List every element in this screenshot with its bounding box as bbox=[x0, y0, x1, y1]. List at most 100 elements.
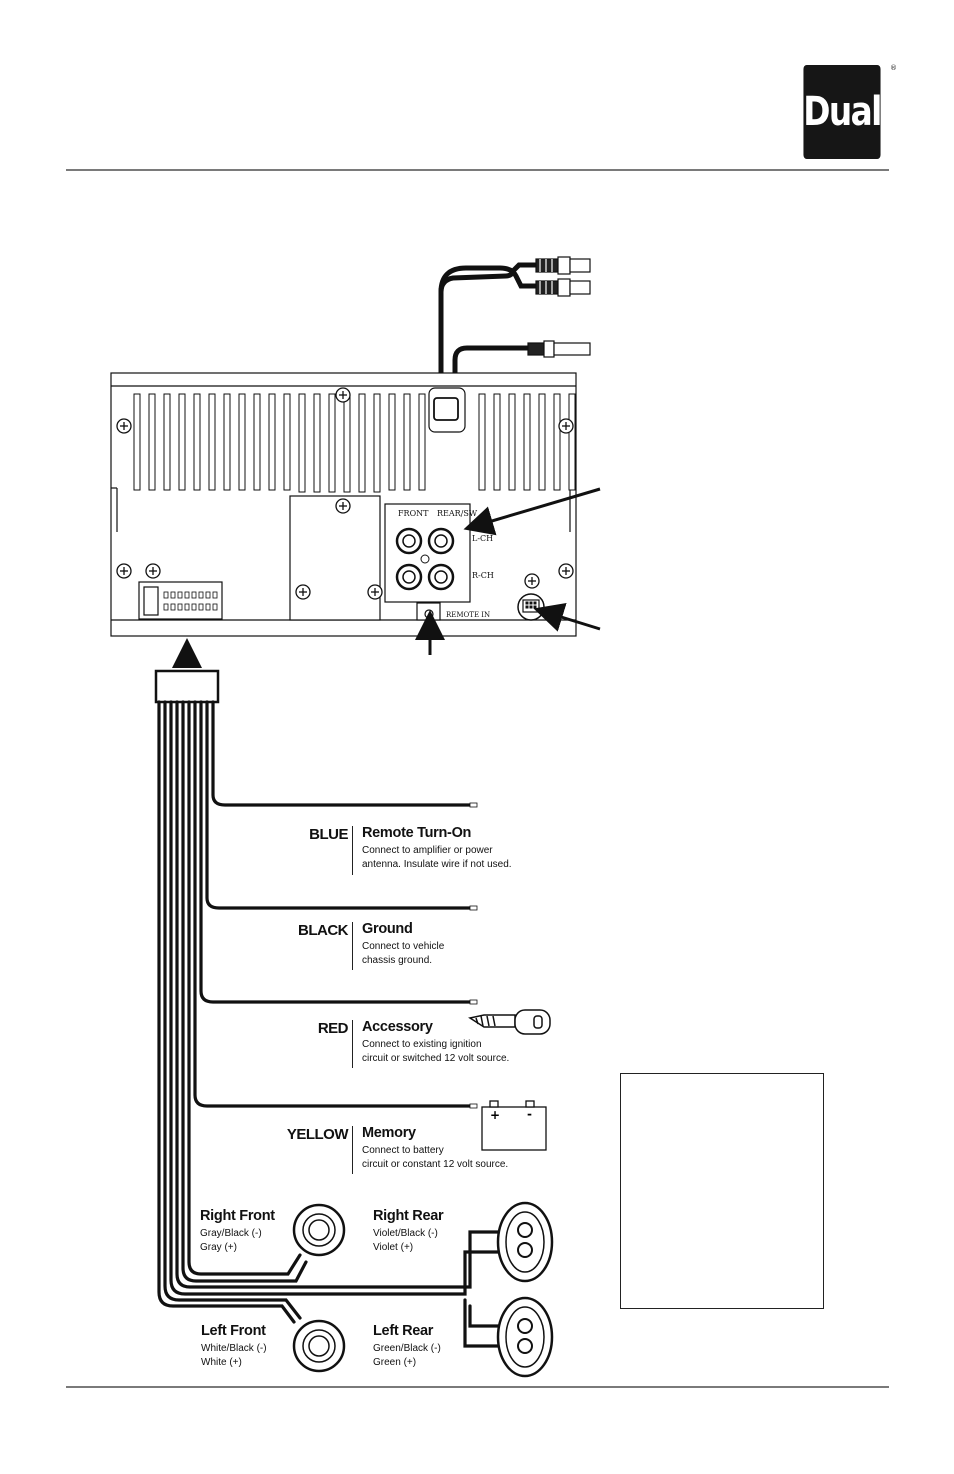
screw bbox=[295, 584, 311, 600]
heatsink-fin bbox=[403, 393, 411, 491]
registered-mark: ® bbox=[890, 64, 897, 72]
right-rear-pos: Violet (+) bbox=[373, 1242, 414, 1253]
heatsink-fin bbox=[418, 393, 426, 491]
screw bbox=[558, 418, 574, 434]
preamp-output-jacks bbox=[395, 527, 455, 619]
wire-yellow-desc2: circuit or constant 12 volt source. bbox=[362, 1159, 509, 1170]
heatsink-fin bbox=[388, 393, 396, 491]
harness-socket bbox=[138, 581, 223, 620]
screw bbox=[524, 573, 540, 589]
socket-pin bbox=[198, 591, 204, 599]
dual-logo: Dual bbox=[803, 65, 882, 159]
heatsink-fin bbox=[538, 393, 546, 491]
right-front-title: Right Front bbox=[200, 1208, 275, 1224]
left-front-speaker-icon bbox=[292, 1319, 346, 1373]
screw bbox=[335, 498, 351, 514]
screw bbox=[367, 584, 383, 600]
heatsink-fin bbox=[298, 393, 306, 493]
screw bbox=[116, 418, 132, 434]
din-jack bbox=[517, 593, 545, 621]
wire-red-color: RED bbox=[317, 1020, 349, 1037]
socket-pin bbox=[184, 603, 190, 611]
heatsink-fin bbox=[193, 393, 201, 491]
socket-pin bbox=[212, 591, 218, 599]
wire-blue-title: Remote Turn-On bbox=[362, 825, 472, 841]
left-front-neg: White/Black (-) bbox=[201, 1343, 267, 1354]
screw bbox=[335, 387, 351, 403]
heatsink-fin bbox=[223, 393, 231, 491]
heatsink-fin bbox=[358, 393, 366, 493]
left-rear-neg: Green/Black (-) bbox=[373, 1343, 441, 1354]
front-label: FRONT bbox=[398, 509, 429, 518]
footer-rule bbox=[66, 1386, 889, 1388]
wire-blue-desc2: antenna. Insulate wire if not used. bbox=[362, 859, 512, 870]
battery-icon bbox=[481, 1100, 547, 1151]
screw bbox=[558, 563, 574, 579]
heatsink-fin bbox=[373, 393, 381, 493]
lch-label: L-CH bbox=[472, 534, 493, 543]
right-rear-speaker-icon bbox=[496, 1201, 554, 1283]
heatsink-fin bbox=[163, 393, 171, 491]
wire-blue-color: BLUE bbox=[309, 826, 348, 843]
socket-pin bbox=[170, 603, 176, 611]
rear-sw-label: REAR/SW bbox=[437, 509, 478, 518]
heatsink-fin bbox=[253, 393, 261, 491]
wire-red-bar bbox=[352, 1020, 353, 1068]
heatsink-fin bbox=[208, 393, 216, 491]
screw bbox=[116, 563, 132, 579]
socket-pin bbox=[191, 591, 197, 599]
left-front-pos: White (+) bbox=[201, 1357, 242, 1368]
heatsink-fin bbox=[148, 393, 156, 491]
heatsink-fin bbox=[523, 393, 531, 491]
socket-pin bbox=[205, 603, 211, 611]
wire-red-desc1: Connect to existing ignition bbox=[362, 1039, 482, 1050]
heatsink-fin bbox=[478, 393, 486, 491]
heatsink-fin bbox=[238, 393, 246, 491]
header-rule bbox=[66, 169, 889, 171]
wire-yellow-desc1: Connect to battery bbox=[362, 1145, 444, 1156]
wire-yellow-color: YELLOW bbox=[286, 1126, 349, 1143]
battery-minus: - bbox=[527, 1107, 532, 1121]
heatsink-fin bbox=[178, 393, 186, 491]
wire-red-desc2: circuit or switched 12 volt source. bbox=[362, 1053, 510, 1064]
pointer-arrows bbox=[172, 487, 601, 668]
heatsink-fin bbox=[343, 393, 351, 493]
left-rear-speaker-icon bbox=[496, 1296, 554, 1378]
left-rear-pos: Green (+) bbox=[373, 1357, 417, 1368]
socket-pin bbox=[184, 591, 190, 599]
heatsink-fin bbox=[313, 393, 321, 493]
wire-black-title: Ground bbox=[362, 921, 413, 937]
heatsink-fin bbox=[508, 393, 516, 491]
heatsink-fin bbox=[568, 393, 576, 491]
right-rear-neg: Violet/Black (-) bbox=[373, 1228, 438, 1239]
socket-pin bbox=[177, 591, 183, 599]
right-rear-title: Right Rear bbox=[373, 1208, 444, 1224]
wire-black-desc2: chassis ground. bbox=[362, 955, 433, 966]
wire-yellow-title: Memory bbox=[362, 1125, 416, 1141]
rca-cables bbox=[438, 262, 539, 398]
note-box bbox=[620, 1073, 824, 1309]
right-front-speaker-icon bbox=[292, 1203, 346, 1257]
wire-yellow-bar bbox=[352, 1126, 353, 1174]
battery-plus: + bbox=[490, 1108, 500, 1122]
wire-blue-bar bbox=[352, 826, 353, 875]
heatsink-fin bbox=[283, 393, 291, 491]
heatsink-fin bbox=[133, 393, 141, 491]
screw bbox=[145, 563, 161, 579]
wire-black-desc1: Connect to vehicle bbox=[362, 941, 445, 952]
socket-pin bbox=[205, 591, 211, 599]
harness-plug bbox=[154, 669, 220, 704]
socket-pin bbox=[177, 603, 183, 611]
harness-wires bbox=[157, 700, 502, 1348]
wire-blue-desc1: Connect to amplifier or power bbox=[362, 845, 493, 856]
wire-ends bbox=[469, 802, 478, 1109]
wire-black-color: BLACK bbox=[298, 922, 349, 939]
socket-pin bbox=[198, 603, 204, 611]
socket-pin bbox=[212, 603, 218, 611]
heatsink-fin bbox=[553, 393, 561, 491]
left-front-title: Left Front bbox=[201, 1323, 266, 1339]
heatsink-fin bbox=[493, 393, 501, 491]
heatsink-fin bbox=[268, 393, 276, 491]
mounting-screws bbox=[116, 387, 574, 600]
